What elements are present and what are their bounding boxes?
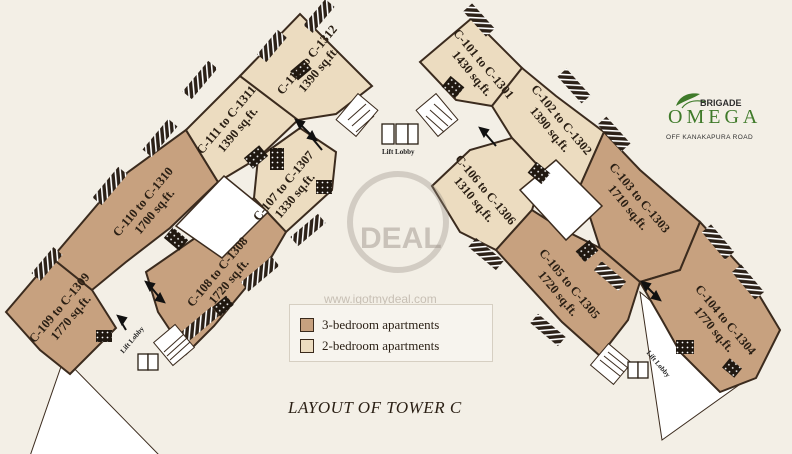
watermark-deal-text: DEAL [360,222,442,255]
watermark-url: www.igotmydeal.com [324,292,437,306]
brand-logo: BRIGADE OMEGA OFF KANAKAPURA ROAD [662,90,766,148]
unit-c111 [184,74,300,184]
logo-brand: BRIGADE [700,98,742,108]
stair-left [152,323,196,367]
watermark-badge [347,171,449,273]
unit-c110 [50,128,220,292]
access-arrows [116,118,662,331]
lift-lobby-label-top: Lift Lobby [382,148,415,156]
logo-name: OMEGA [668,106,762,128]
lift-lobby-right [627,361,649,379]
corridor-left [30,357,159,454]
courtyard-left [174,174,270,259]
legend: 3-bedroom apartments 2-bedroom apartment… [289,304,493,362]
legend-label-three-bedroom: 3-bedroom apartments [322,317,440,332]
legend-label-two-bedroom: 2-bedroom apartments [322,338,440,353]
legend-item-two-bedroom: 2-bedroom apartments [300,338,439,354]
leaf-icon [676,93,707,109]
legend-item-three-bedroom: 3-bedroom apartments [300,317,439,333]
legend-swatch-three-bedroom [300,318,314,332]
stair-top-left [335,92,379,138]
stair-right [589,342,633,386]
stair-top-right [415,92,459,138]
page-title: LAYOUT OF TOWER C [288,398,462,417]
lift-lobby-left [137,353,159,371]
logo-subtitle: OFF KANAKAPURA ROAD [666,134,754,141]
lift-lobby-top [381,123,419,145]
legend-swatch-two-bedroom [300,339,314,353]
